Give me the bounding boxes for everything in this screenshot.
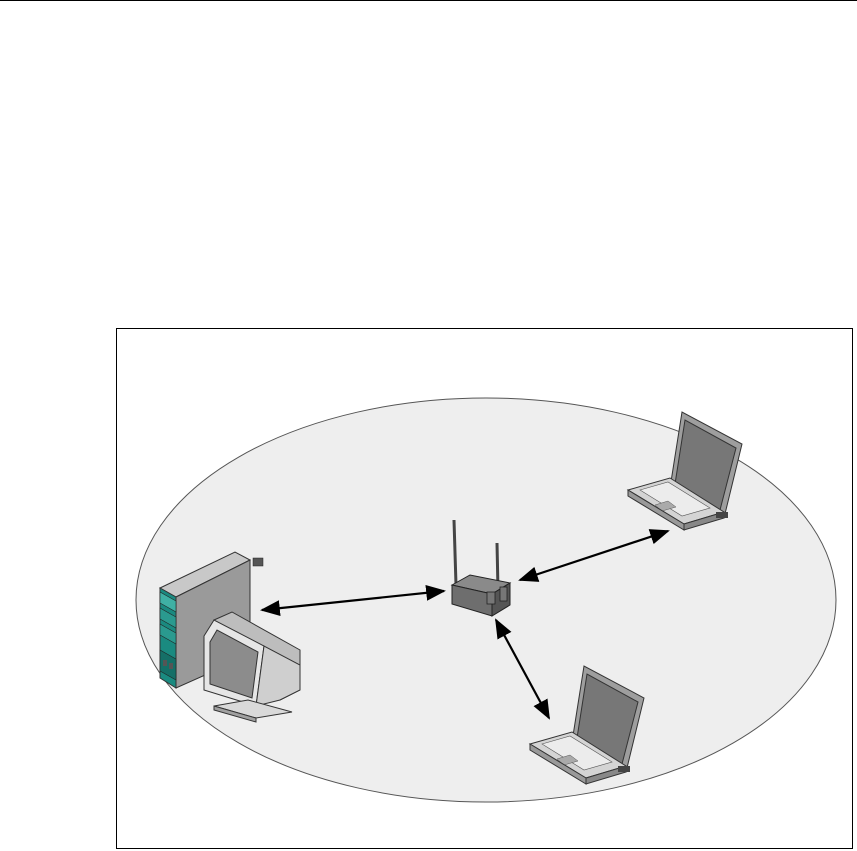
network-diagram (0, 0, 857, 851)
